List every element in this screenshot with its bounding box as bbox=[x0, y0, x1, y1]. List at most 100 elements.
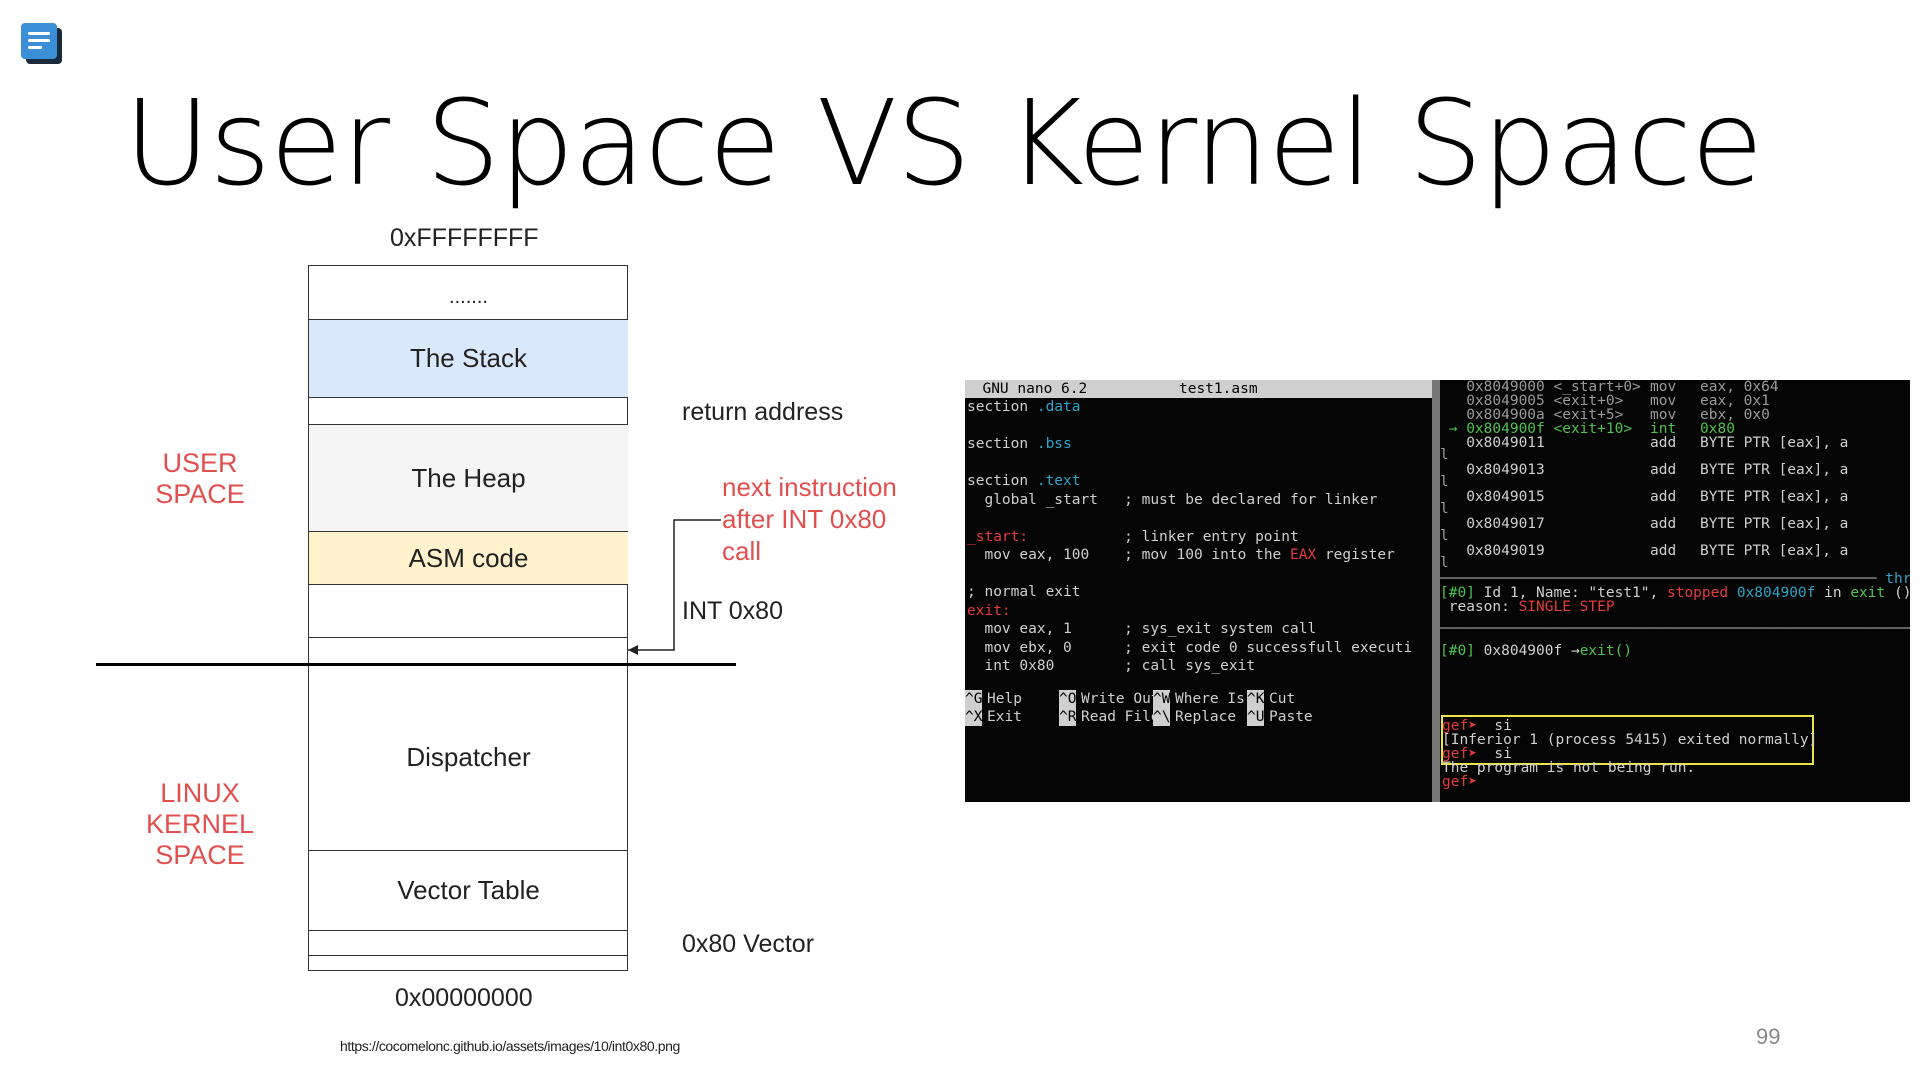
source-url: https://cocomelonc.github.io/assets/imag… bbox=[340, 1038, 680, 1054]
session-command: si bbox=[1476, 718, 1512, 734]
kernel-space-label-line: SPACE bbox=[155, 840, 245, 870]
disasm-opcode: mov bbox=[1650, 407, 1677, 423]
gef-prompt: gef➤ bbox=[1442, 774, 1477, 790]
user-space-label: USER SPACE bbox=[150, 448, 250, 510]
thread-func: exit bbox=[1850, 585, 1886, 601]
shortcut-key: ^W bbox=[1153, 690, 1171, 708]
disasm-opcode: add bbox=[1650, 516, 1677, 532]
next-instruction-line: next instruction bbox=[722, 472, 897, 502]
next-instruction-line: after INT 0x80 bbox=[722, 504, 887, 534]
thread-text: Id 1, Name: "test1", bbox=[1474, 585, 1667, 601]
disasm-separator: l bbox=[1440, 555, 1449, 571]
disasm-separator: l bbox=[1440, 501, 1449, 517]
code-text: global _start bbox=[967, 491, 1098, 508]
code-comment: ; exit code 0 successfull executi bbox=[1071, 639, 1413, 656]
disasm-opcode: add bbox=[1650, 489, 1677, 505]
code-text: ; normal exit bbox=[967, 584, 1081, 600]
shortcut-label: Read File bbox=[1081, 709, 1160, 725]
code-line: mov eax, 100 ; mov 100 into the EAX regi… bbox=[967, 546, 1394, 564]
page-number: 99 bbox=[1756, 1024, 1781, 1049]
shortcut-key: ^R bbox=[1059, 708, 1077, 726]
shortcut-key: ^\ bbox=[1153, 708, 1171, 726]
disasm-operands: BYTE PTR [eax], a bbox=[1700, 489, 1849, 505]
highlight-box bbox=[1441, 715, 1814, 765]
memory-block-asm-code: ASM code bbox=[309, 532, 628, 585]
disasm-separator: l bbox=[1440, 528, 1449, 544]
code-line: mov ebx, 0 ; exit code 0 successfull exe… bbox=[967, 639, 1412, 657]
thread-index: [#0] bbox=[1440, 585, 1475, 601]
session-line: gef➤ si bbox=[1442, 745, 1512, 763]
shortcut-key: ^K bbox=[1247, 690, 1265, 708]
trace-rule: ────────────────────────────────────────… bbox=[1440, 621, 1910, 637]
shortcut-key: ^X bbox=[965, 708, 983, 726]
shortcut-label: Paste bbox=[1269, 709, 1313, 725]
session-command: si bbox=[1476, 746, 1512, 762]
code-comment: ; linker entry point bbox=[1028, 528, 1299, 545]
code-comment: ; mov 100 into the bbox=[1089, 547, 1291, 563]
reason-line: reason: SINGLE STEP bbox=[1440, 598, 1615, 616]
disasm-separator: l bbox=[1440, 474, 1449, 490]
pane-separator bbox=[1432, 380, 1440, 802]
code-label: _start: bbox=[967, 528, 1029, 545]
session-line: The program is not being run. bbox=[1442, 759, 1695, 777]
disasm-operands: BYTE PTR [eax], a bbox=[1700, 516, 1849, 532]
code-line: section .data bbox=[967, 398, 1081, 416]
gef-prompt: gef➤ bbox=[1442, 718, 1477, 734]
shortcut-key: ^G bbox=[965, 690, 983, 708]
vector-label: 0x80 Vector bbox=[682, 930, 815, 958]
shortcut-label: Write Out bbox=[1081, 691, 1160, 707]
disasm-address: 0x8049005 <exit+0> bbox=[1440, 393, 1624, 409]
shortcut-key: ^O bbox=[1059, 690, 1077, 708]
threads-title: threads bbox=[1885, 571, 1910, 587]
disasm-address: 0x8049000 <_start+0> bbox=[1440, 380, 1641, 395]
disasm-opcode: add bbox=[1650, 543, 1677, 559]
gef-prompt: gef➤ bbox=[1442, 746, 1477, 762]
disasm-operands: BYTE PTR [eax], a bbox=[1700, 543, 1849, 559]
disasm-address: → 0x804900f <exit+10> bbox=[1440, 421, 1633, 437]
threads-header: ────────────────────────────────────────… bbox=[1440, 570, 1910, 588]
disasm-operands: 0x80 bbox=[1700, 421, 1735, 437]
shortcut-label: Where Is bbox=[1175, 691, 1245, 707]
next-instruction-label: next instruction after INT 0x80 call bbox=[722, 471, 897, 567]
memory-block-unused: ....... bbox=[309, 266, 628, 320]
session-output: [Inferior 1 (process 5415) exited normal… bbox=[1442, 732, 1818, 748]
asm-code-label: ASM code bbox=[408, 542, 529, 573]
code-text: mov eax, 1 bbox=[967, 621, 1072, 637]
trace-header: ────────────────────────────────────────… bbox=[1440, 620, 1910, 638]
code-line: int 0x80 ; call sys_exit bbox=[967, 657, 1255, 675]
session-line: gef➤ si bbox=[1442, 717, 1512, 735]
session-line: gef➤ bbox=[1442, 773, 1486, 791]
thread-text: (), bbox=[1893, 585, 1910, 601]
bottom-address-label: 0x00000000 bbox=[395, 984, 533, 1012]
session-command bbox=[1477, 774, 1486, 790]
code-line: global _start ; must be declared for lin… bbox=[967, 491, 1377, 509]
shortcut-label: Help bbox=[987, 691, 1022, 707]
code-label: exit: bbox=[967, 602, 1011, 619]
trace-arrow: → bbox=[1570, 643, 1580, 659]
thread-addr: 0x804900f bbox=[1728, 585, 1816, 601]
code-line: section .text bbox=[967, 472, 1081, 490]
trace-index: [#0] bbox=[1440, 643, 1475, 659]
code-line: mov eax, 1 ; sys_exit system call bbox=[967, 620, 1316, 638]
code-keyword: section bbox=[967, 436, 1037, 452]
kernel-space-label-line: LINUX bbox=[160, 778, 240, 808]
code-keyword: section bbox=[967, 473, 1037, 489]
nano-filename: test1.asm bbox=[1179, 381, 1258, 397]
disasm-address: 0x8049015 bbox=[1440, 489, 1545, 505]
int-0x80-label: INT 0x80 bbox=[682, 597, 783, 625]
user-space-label-line: USER bbox=[162, 448, 238, 478]
disasm-operands: BYTE PTR [eax], a bbox=[1700, 462, 1849, 478]
code-comment: ; must be declared for linker bbox=[1097, 491, 1378, 508]
slide-title: User Space VS Kernel Space bbox=[124, 74, 1764, 212]
code-line: _start: ; linker entry point bbox=[967, 528, 1299, 546]
thread-state: stopped bbox=[1666, 585, 1729, 601]
thread-line: [#0] Id 1, Name: "test1", stopped 0x8049… bbox=[1440, 584, 1910, 602]
session-line: [Inferior 1 (process 5415) exited normal… bbox=[1442, 731, 1817, 749]
code-section-name: .data bbox=[1036, 399, 1081, 415]
code-text: mov ebx, 0 bbox=[967, 639, 1072, 656]
session-output: The program is not being run. bbox=[1442, 760, 1696, 776]
code-text: int 0x80 bbox=[967, 658, 1055, 674]
code-section-name: .text bbox=[1036, 473, 1081, 489]
